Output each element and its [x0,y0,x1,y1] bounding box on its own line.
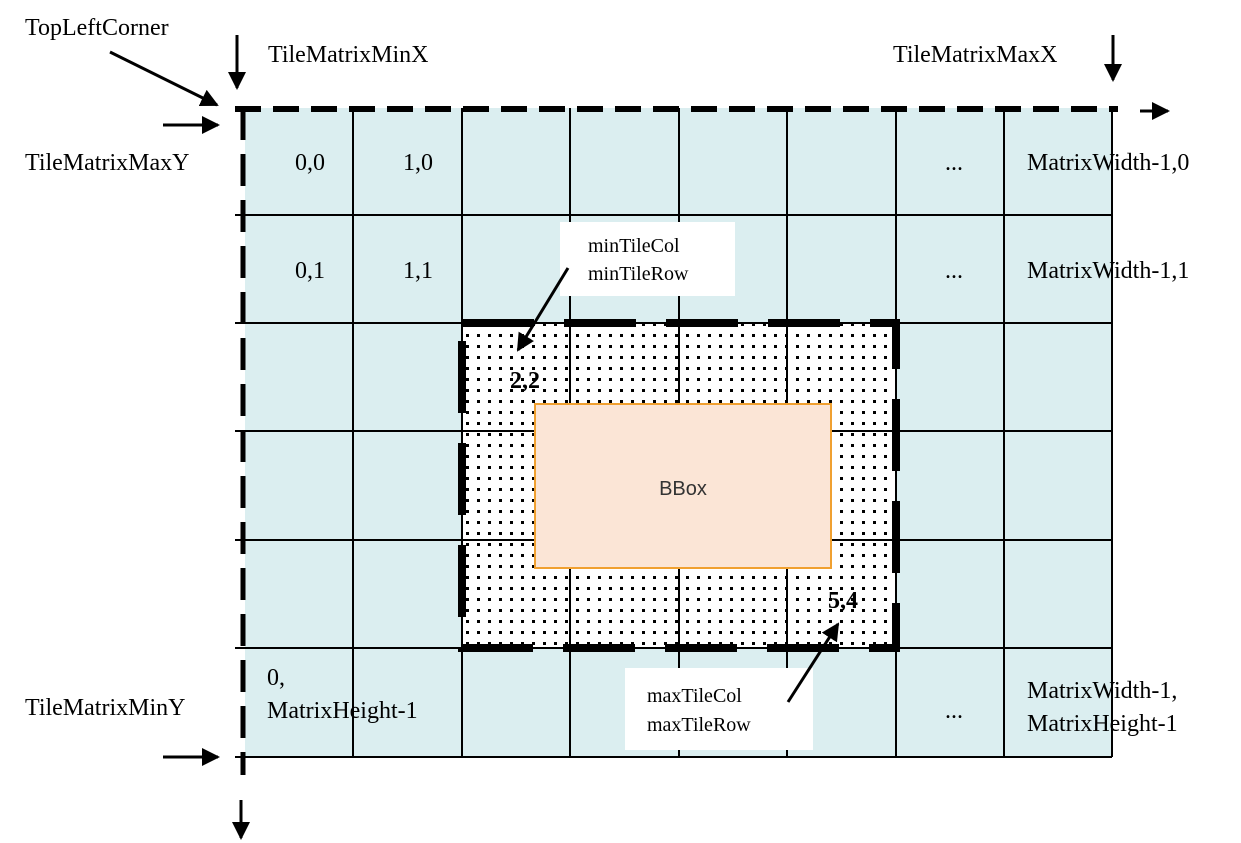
tile-matrix-max-x-label: TileMatrixMaxX [893,42,1057,68]
cell-label: 1,0 [403,150,433,176]
tile-range-border [458,319,900,652]
min-tile-col-text: minTileCol [588,235,680,257]
max-tile-label: 5,4 [828,588,858,614]
max-tile-col-text: maxTileCol [647,685,742,707]
top-left-corner-label: TopLeftCorner [25,15,169,41]
cell-label: MatrixWidth-1,1 [1027,258,1189,284]
cell-label: ... [945,150,963,176]
top-left-corner-arrow-icon [109,50,219,107]
bbox-rect [534,403,832,569]
cell-label: 0,1 [295,258,325,284]
max-tile-arrow-icon [786,622,840,703]
cell-label: MatrixHeight-1 [267,698,418,724]
min-tile-callout [560,222,735,296]
tile-matrix-min-y-label: TileMatrixMinY [25,695,185,721]
cell-label: 0,0 [295,150,325,176]
cell-label: MatrixWidth-1, [1027,678,1177,704]
tile-matrix-max-y-label: TileMatrixMaxY [25,150,189,176]
tile-matrix-min-x-label: TileMatrixMinX [268,42,428,68]
bbox-label: BBox [659,478,707,500]
max-tile-row-text: maxTileRow [647,714,751,736]
cell-label: MatrixWidth-1,0 [1027,150,1189,176]
cell-label: ... [945,258,963,284]
min-tile-arrow-icon [516,267,570,352]
min-tile-label: 2,2 [510,368,540,394]
cell-label: ... [945,698,963,724]
min-tile-row-text: minTileRow [588,263,689,285]
cell-label: 0, [267,665,285,691]
cell-label: MatrixHeight-1 [1027,711,1178,737]
cell-label: 1,1 [403,258,433,284]
max-tile-callout [625,668,813,750]
